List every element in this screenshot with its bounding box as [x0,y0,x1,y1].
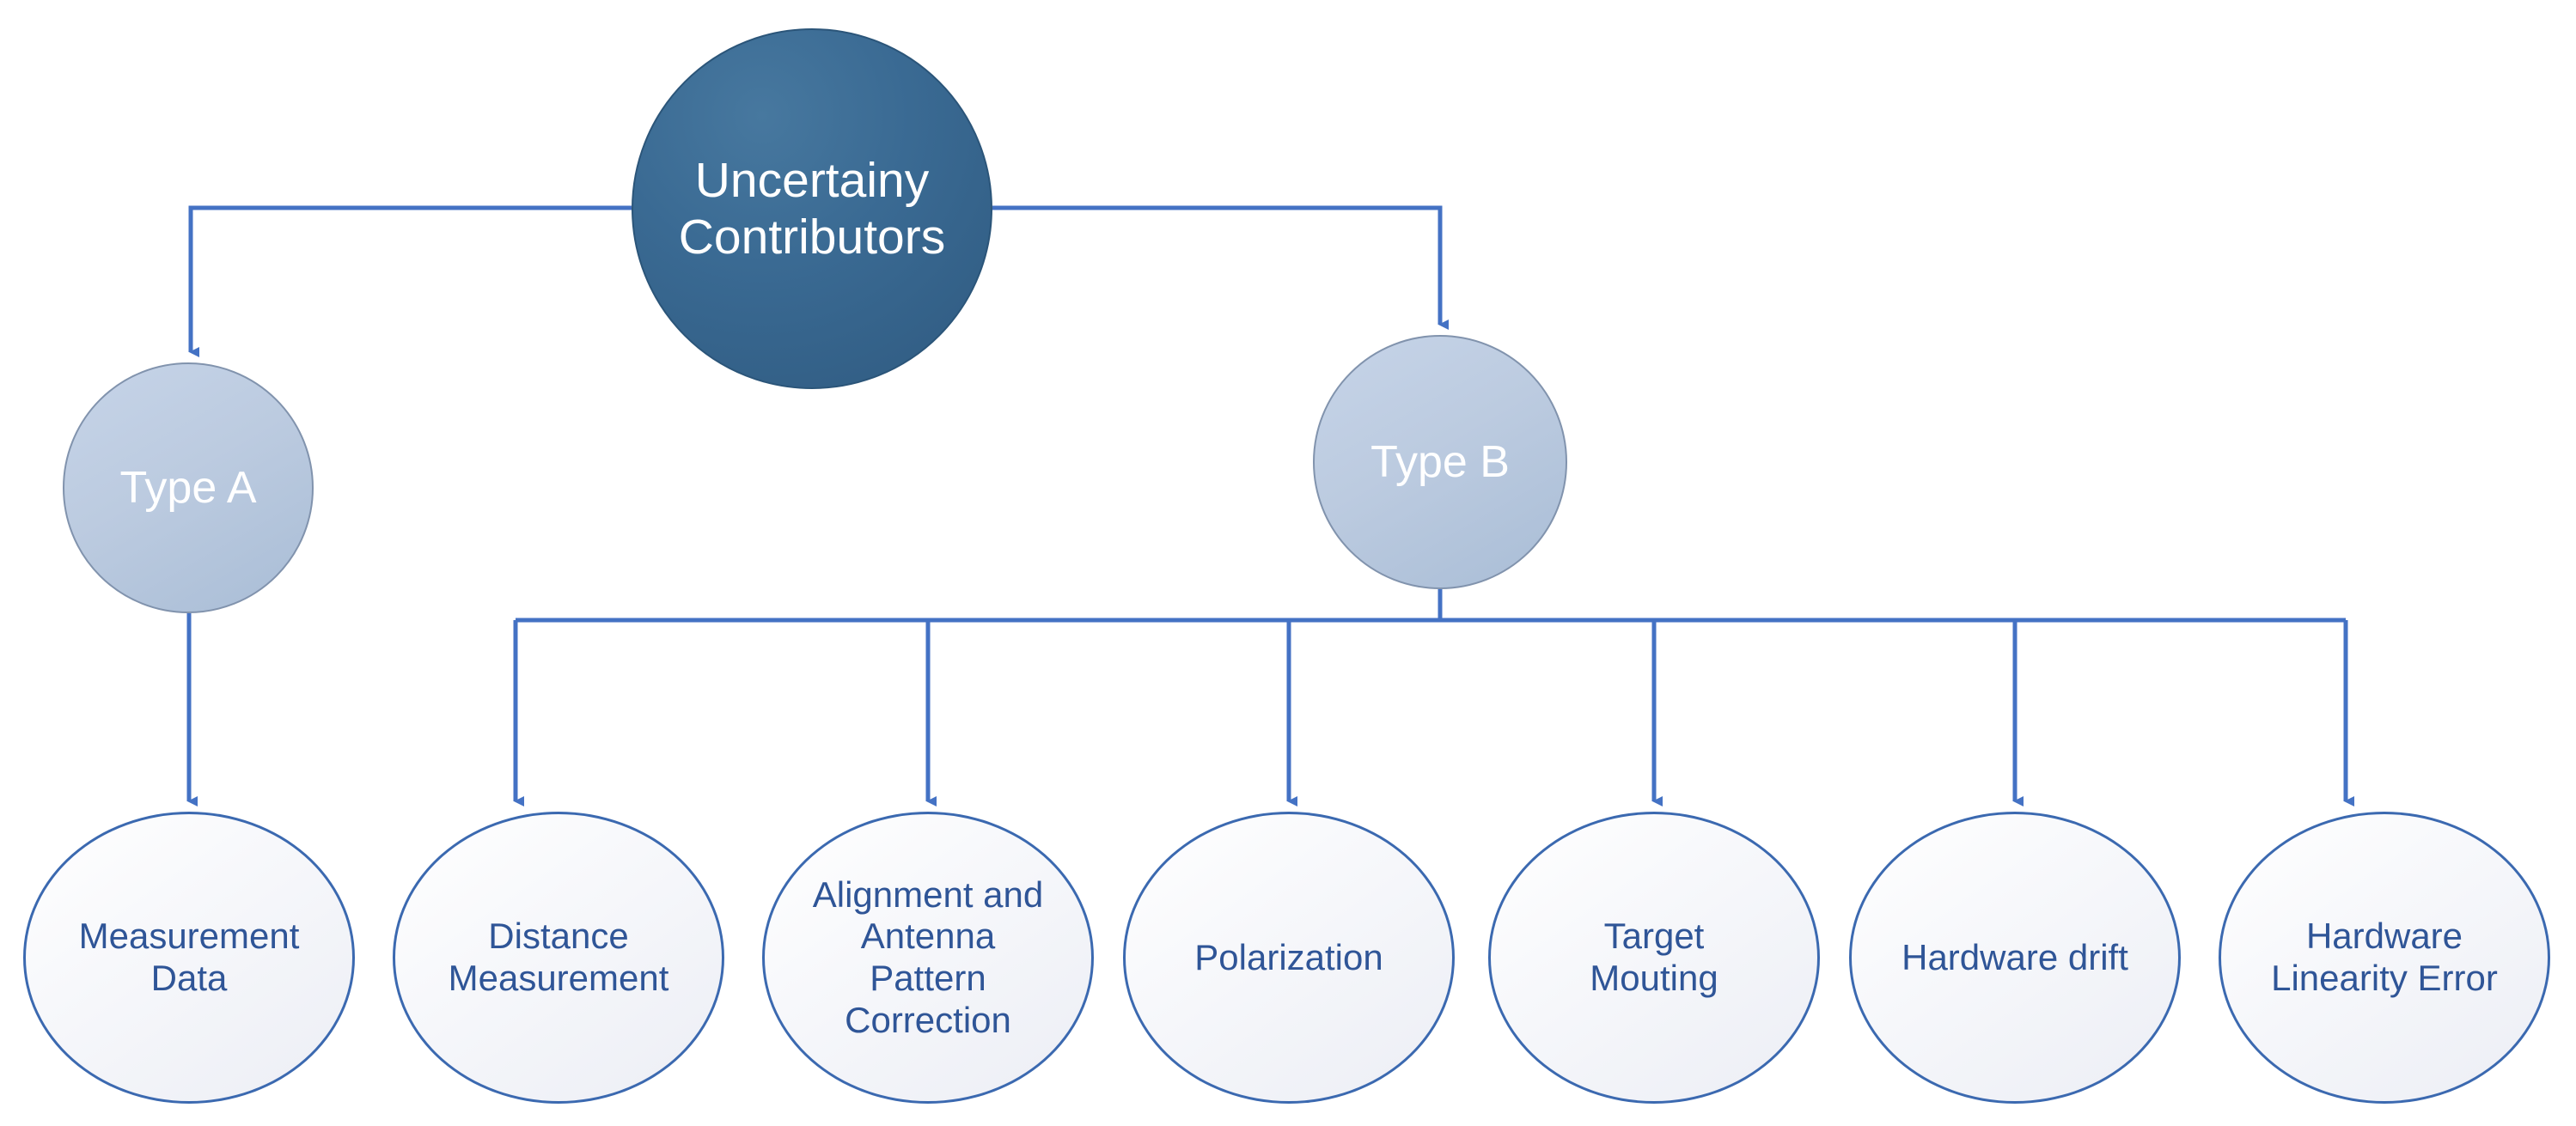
node-leaf-hardware-drift[interactable]: Hardware drift [1849,812,2181,1104]
node-type-b-label: Type B [1370,436,1510,487]
node-leaf-label: Alignment and Antenna Pattern Correction [812,873,1044,1040]
node-leaf-label: Polarization [1194,936,1383,977]
node-type-b[interactable]: Type B [1313,335,1567,589]
node-type-a[interactable]: Type A [63,362,314,613]
node-leaf-polarization[interactable]: Polarization [1123,812,1455,1104]
node-leaf-measurement-data[interactable]: Measurement Data [23,812,355,1104]
node-root-uncertainty-contributors[interactable]: Uncertainy Contributors [632,28,992,389]
node-root-label: Uncertainy Contributors [678,152,946,265]
node-leaf-label: Hardware Linearity Error [2271,916,2498,998]
node-leaf-label: Measurement Data [78,916,300,998]
node-type-a-label: Type A [119,462,257,513]
connector-root-to-type-a [188,205,632,357]
node-leaf-distance-measurement[interactable]: Distance Measurement [393,812,724,1104]
node-leaf-hardware-linearity-error[interactable]: Hardware Linearity Error [2219,812,2550,1104]
node-leaf-label: Target Mouting [1590,916,1718,998]
node-leaf-label: Distance Measurement [448,916,669,998]
connector-root-to-type-b [992,205,1449,330]
node-leaf-target-mouting[interactable]: Target Mouting [1488,812,1820,1104]
node-leaf-label: Hardware drift [1901,936,2128,977]
node-leaf-alignment-antenna-pattern-correction[interactable]: Alignment and Antenna Pattern Correction [762,812,1094,1104]
